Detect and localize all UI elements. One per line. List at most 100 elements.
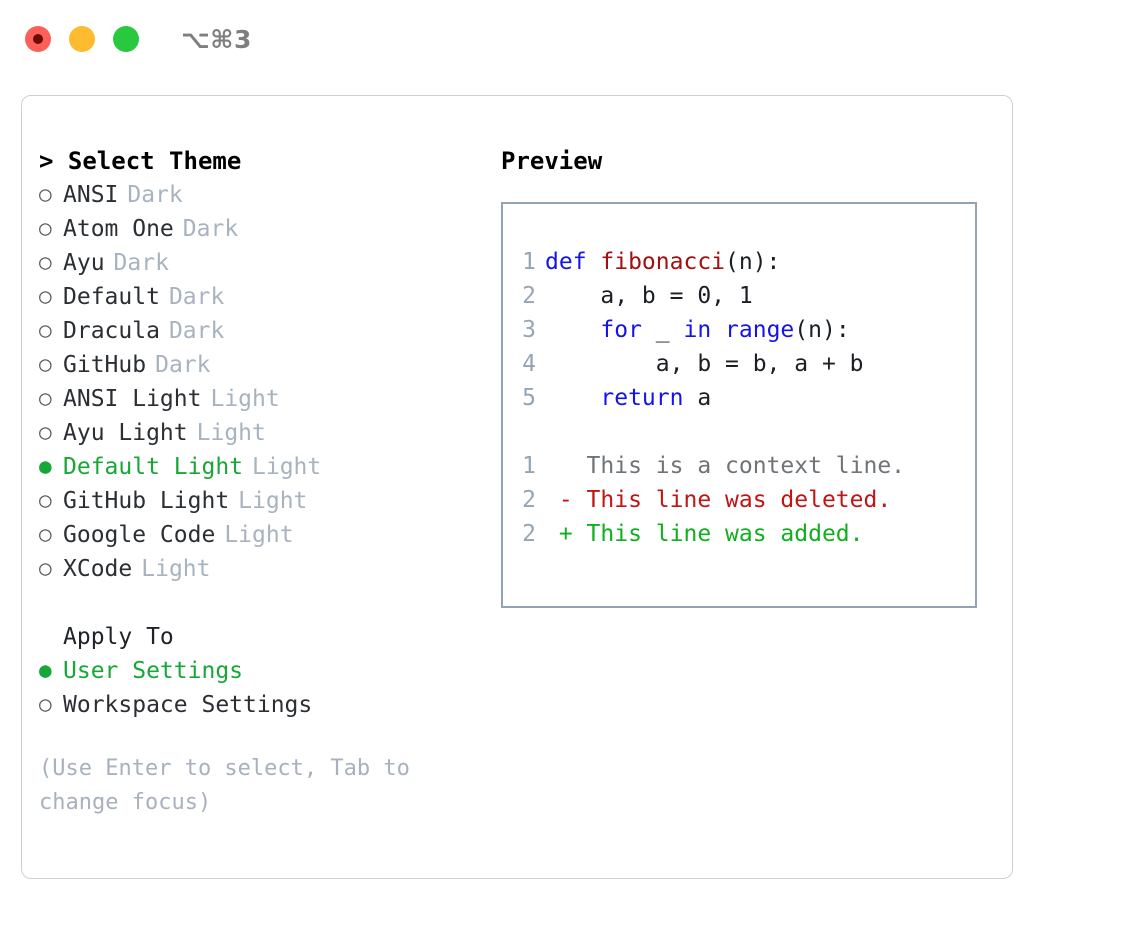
radio-unselected-icon: ○ <box>39 692 52 716</box>
code-token: range <box>725 317 795 343</box>
theme-variant-tag: Dark <box>113 250 169 276</box>
line-number: 1 <box>522 453 536 479</box>
theme-name: ANSI Light <box>63 386 202 412</box>
apply-to-label: Workspace Settings <box>63 692 313 718</box>
theme-name: Ayu Light <box>63 420 188 446</box>
radio-unselected-icon: ○ <box>39 182 52 206</box>
theme-list-item[interactable]: ○ ANSI Dark <box>39 178 489 212</box>
radio-unselected-icon: ○ <box>39 284 52 308</box>
code-token: (n): <box>794 317 850 343</box>
theme-name: GitHub <box>63 352 147 378</box>
theme-list-item[interactable]: ○ Ayu Light Light <box>39 416 489 450</box>
theme-variant-tag: Dark <box>127 182 183 208</box>
code-token <box>711 317 725 343</box>
code-line: 3 for _ in range(n): <box>517 313 905 347</box>
radio-unselected-icon: ○ <box>39 488 52 512</box>
line-number: 2 <box>522 521 536 547</box>
diff-text: This line was deleted. <box>586 487 892 513</box>
code-token: for <box>600 317 642 343</box>
theme-variant-tag: Dark <box>155 352 211 378</box>
theme-list-item[interactable]: ○ ANSI Light Light <box>39 382 489 416</box>
line-number: 5 <box>522 385 536 411</box>
minimize-button[interactable] <box>69 26 95 52</box>
radio-unselected-icon: ○ <box>39 216 52 240</box>
code-token: def <box>545 249 601 275</box>
apply-to-label: User Settings <box>63 658 244 684</box>
diff-text: This line was added. <box>586 521 864 547</box>
diff-line: 2 + This line was added. <box>517 517 905 551</box>
diff-marker: + <box>545 521 587 547</box>
theme-variant-tag: Light <box>196 420 266 446</box>
code-line: 2 a, b = 0, 1 <box>517 279 905 313</box>
preview-divider-space <box>517 415 905 449</box>
diff-line: 1 This is a context line. <box>517 449 905 483</box>
code-token: in <box>683 317 712 343</box>
titlebar: ⌥⌘3 <box>0 0 1140 78</box>
theme-name: Atom One <box>63 216 174 242</box>
radio-unselected-icon: ○ <box>39 352 52 376</box>
apply-to-item[interactable]: ● User Settings <box>39 654 489 688</box>
radio-unselected-icon: ○ <box>39 420 52 444</box>
theme-list-item[interactable]: ○ GitHub Dark <box>39 348 489 382</box>
theme-name: Ayu <box>63 250 105 276</box>
theme-variant-tag: Dark <box>168 318 225 344</box>
code-token: a <box>683 385 712 411</box>
select-theme-header: > Select Theme <box>39 147 242 175</box>
theme-variant-tag: Light <box>210 386 280 412</box>
theme-name: Default Light <box>63 454 244 480</box>
theme-variant-tag: Light <box>224 522 294 548</box>
radio-selected-icon: ● <box>39 454 52 478</box>
line-number: 2 <box>522 487 536 513</box>
line-number: 1 <box>522 249 536 275</box>
code-token: fibonacci <box>600 249 726 275</box>
diff-text: This is a context line. <box>586 453 906 479</box>
keyboard-hint: (Use Enter to select, Tab to change focu… <box>39 756 410 815</box>
line-number: 4 <box>522 351 536 377</box>
theme-list-item[interactable]: ○ GitHub Light Light <box>39 484 489 518</box>
preview-title: Preview <box>501 147 603 175</box>
theme-name: XCode <box>63 556 133 582</box>
theme-variant-tag: Light <box>252 454 322 480</box>
close-button[interactable] <box>25 26 51 52</box>
theme-name: GitHub Light <box>63 488 230 514</box>
apply-to-header: Apply To <box>63 624 174 650</box>
code-line: 4 a, b = b, a + b <box>517 347 905 381</box>
diff-marker: - <box>545 487 587 513</box>
code-line: 5 return a <box>517 381 905 415</box>
theme-name: Dracula <box>63 318 160 344</box>
apply-to-item[interactable]: ○ Workspace Settings <box>39 688 489 722</box>
theme-variant-tag: Light <box>141 556 211 582</box>
radio-unselected-icon: ○ <box>39 522 52 546</box>
radio-unselected-icon: ○ <box>39 386 52 410</box>
line-number: 3 <box>522 317 536 343</box>
theme-name: ANSI <box>63 182 119 208</box>
radio-selected-icon: ● <box>39 658 52 682</box>
code-token <box>545 385 600 411</box>
theme-variant-tag: Light <box>238 488 308 514</box>
code-token: return <box>600 385 684 411</box>
theme-list-item[interactable]: ● Default Light Light <box>39 450 489 484</box>
diff-line: 2 - This line was deleted. <box>517 483 905 517</box>
theme-variant-tag: Dark <box>168 284 225 310</box>
code-token <box>545 317 600 343</box>
code-token: a, b = b, a + b <box>545 351 864 377</box>
window-controls <box>25 26 139 52</box>
diff-marker <box>545 453 587 479</box>
code-token: a, b = 0, 1 <box>545 283 753 309</box>
maximize-button[interactable] <box>113 26 139 52</box>
code-token: _ <box>641 317 684 343</box>
keyboard-shortcut-label: ⌥⌘3 <box>181 24 252 54</box>
section-spacer <box>39 586 489 620</box>
